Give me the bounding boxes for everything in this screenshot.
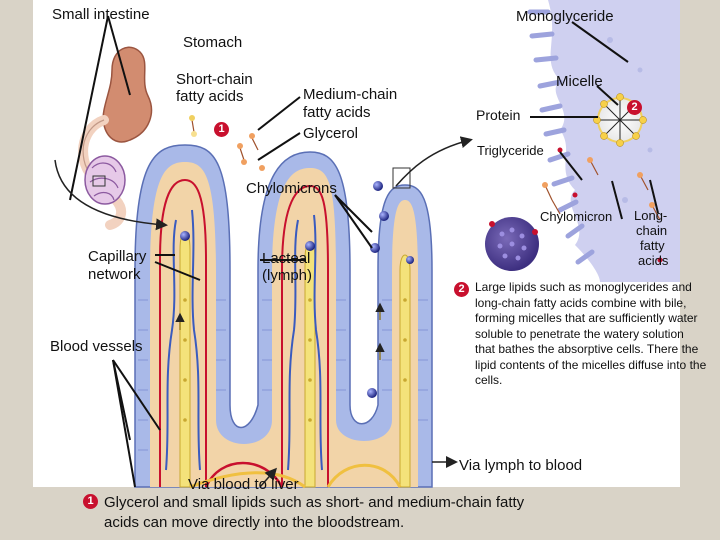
- label-chylomicron: Chylomicron: [540, 209, 613, 224]
- chylomicron-illustration: [485, 217, 539, 271]
- step-2-description: Large lipids such as monoglycerides and …: [475, 280, 707, 387]
- flow-arrows: [54, 136, 473, 488]
- step-1-badge-diagram: 1: [214, 122, 229, 137]
- zoom-box-villus: [392, 167, 411, 189]
- label-medium-chain-1: Medium-chain: [303, 86, 398, 103]
- label-protein: Protein: [476, 107, 521, 123]
- label-via-blood: Via blood to liver: [188, 476, 299, 493]
- leader-lines: [69, 15, 659, 488]
- label-capillary-1: Capillary: [88, 248, 147, 265]
- step-1-description-line2: acids can move directly into the bloodst…: [104, 514, 405, 531]
- label-small-intestine: Small intestine: [52, 6, 150, 23]
- label-long-chain-3: fatty: [640, 238, 665, 253]
- label-long-chain-2: chain: [636, 223, 668, 238]
- step-2-badge: 2: [454, 282, 469, 297]
- villi-illustration: [134, 144, 433, 489]
- label-long-chain-1: Long-: [634, 208, 668, 223]
- label-short-chain-1: Short-chain: [176, 71, 253, 88]
- step-1-badge: 1: [83, 494, 98, 509]
- label-monoglyceride: Monoglyceride: [516, 8, 614, 25]
- label-stomach: Stomach: [183, 34, 243, 51]
- label-blood-vessels: Blood vessels: [50, 338, 143, 355]
- label-chylomicrons: Chylomicrons: [246, 180, 337, 197]
- label-short-chain-2: fatty acids: [176, 88, 244, 105]
- label-via-lymph: Via lymph to blood: [459, 457, 583, 474]
- label-capillary-2: network: [88, 266, 141, 283]
- label-lacteal-1: Lacteal: [262, 250, 311, 267]
- step-1-description-line1: Glycerol and small lipids such as short-…: [104, 494, 525, 511]
- label-micelle: Micelle: [556, 73, 603, 90]
- label-medium-chain-2: fatty acids: [303, 104, 371, 121]
- lipid-molecules-lumen: [189, 115, 265, 171]
- label-triglyceride: Triglyceride: [477, 143, 544, 158]
- absorptive-cell-panel: [455, 0, 680, 282]
- label-long-chain-4: acids: [638, 253, 669, 268]
- step-2-badge-diagram: 2: [627, 100, 642, 115]
- zoom-box-intestine: [92, 175, 106, 187]
- label-glycerol: Glycerol: [303, 125, 359, 142]
- label-lacteal-2: (lymph): [262, 267, 313, 284]
